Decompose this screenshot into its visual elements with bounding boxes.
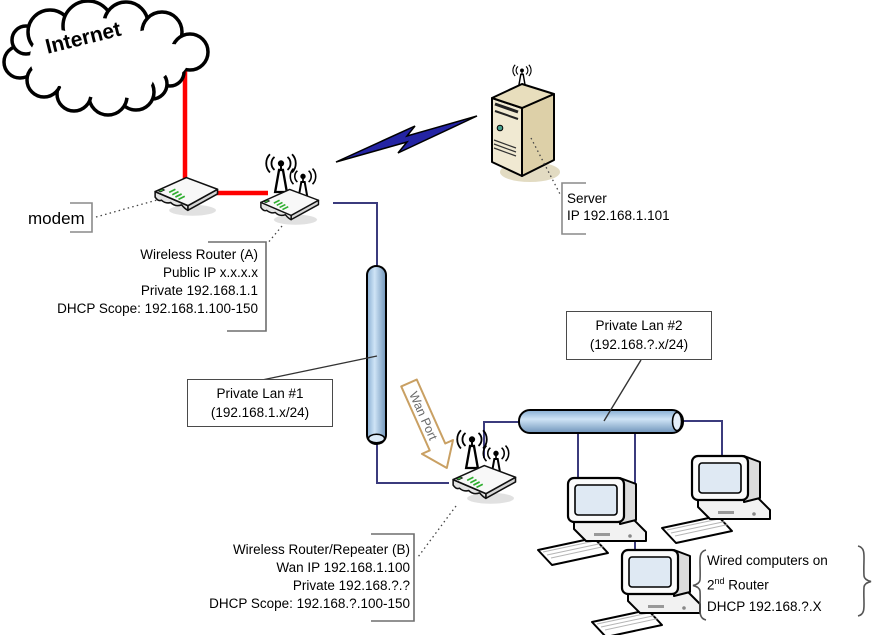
router-a-line-3: Private 192.168.1.1: [140, 283, 258, 298]
router-b-line-1: Wireless Router/Repeater (B): [232, 542, 410, 557]
server-label-bracket: [561, 182, 586, 235]
router-a-label: Wireless Router (A) Public IP x.x.x.x Pr…: [28, 246, 258, 318]
lan2-line-1: Private Lan #2: [595, 318, 683, 333]
router-b-label-bracket: [371, 533, 415, 622]
server-device: [491, 64, 560, 182]
modem-device: [154, 176, 219, 217]
router-b-line-4: DHCP Scope: 192.168.?.100-150: [209, 596, 410, 611]
leader-lines: [95, 137, 562, 558]
wired-line-1: Wired computers on: [707, 553, 828, 568]
router-a-line-2: Public IP x.x.x.x: [162, 265, 258, 280]
lan2-callout-line: [603, 359, 642, 422]
router-b-line-3: Private 192.168.?.?: [292, 578, 410, 593]
computer-3: [660, 454, 772, 545]
modem-label-bracket: [70, 202, 93, 233]
router-b-label: Wireless Router/Repeater (B) Wan IP 192.…: [176, 541, 410, 613]
internet-to-modem-link: [182, 64, 268, 196]
lan1-pipe: [366, 265, 387, 445]
server-label: Server IP 192.168.1.101: [567, 190, 670, 224]
server-line-2: IP 192.168.1.101: [567, 208, 670, 223]
server-line-1: Server: [567, 191, 607, 206]
router-a-label-bracket: [208, 241, 267, 332]
lan2-pipe: [518, 409, 684, 434]
wired-group-right-brace: [857, 545, 872, 617]
wireless-router-a-device: [260, 153, 320, 226]
wired-group-left-brace: [692, 549, 707, 621]
wan-port-arrow: Wan Port: [400, 378, 455, 469]
antenna-icon: [456, 429, 488, 470]
router-a-line-4: DHCP Scope: 192.168.1.100-150: [57, 301, 258, 316]
lan1-line-1: Private Lan #1: [216, 386, 304, 401]
router-b-line-2: Wan IP 192.168.1.100: [276, 560, 410, 575]
internet-cloud: [2, 0, 210, 117]
lan1-callout-line: [261, 355, 378, 381]
wireless-link-bolt: [335, 115, 478, 163]
lan2-line-2: (192.168.?.x/24): [589, 337, 689, 352]
lan1-line-2: (192.168.1.x/24): [210, 405, 310, 420]
computer-2: [590, 548, 702, 635]
lan-cables: [333, 202, 723, 552]
lan2-label-box: Private Lan #2 (192.168.?.x/24): [566, 311, 712, 360]
wired-line-3: DHCP 192.168.?.X: [707, 598, 822, 614]
wired-computers-label: Wired computers on 2nd Router DHCP 192.1…: [707, 550, 857, 617]
modem-label: modem: [28, 209, 85, 228]
lan1-label-box: Private Lan #1 (192.168.1.x/24): [187, 379, 333, 427]
wired-line-2: 2nd Router: [707, 576, 769, 593]
router-a-line-1: Wireless Router (A): [140, 247, 258, 262]
